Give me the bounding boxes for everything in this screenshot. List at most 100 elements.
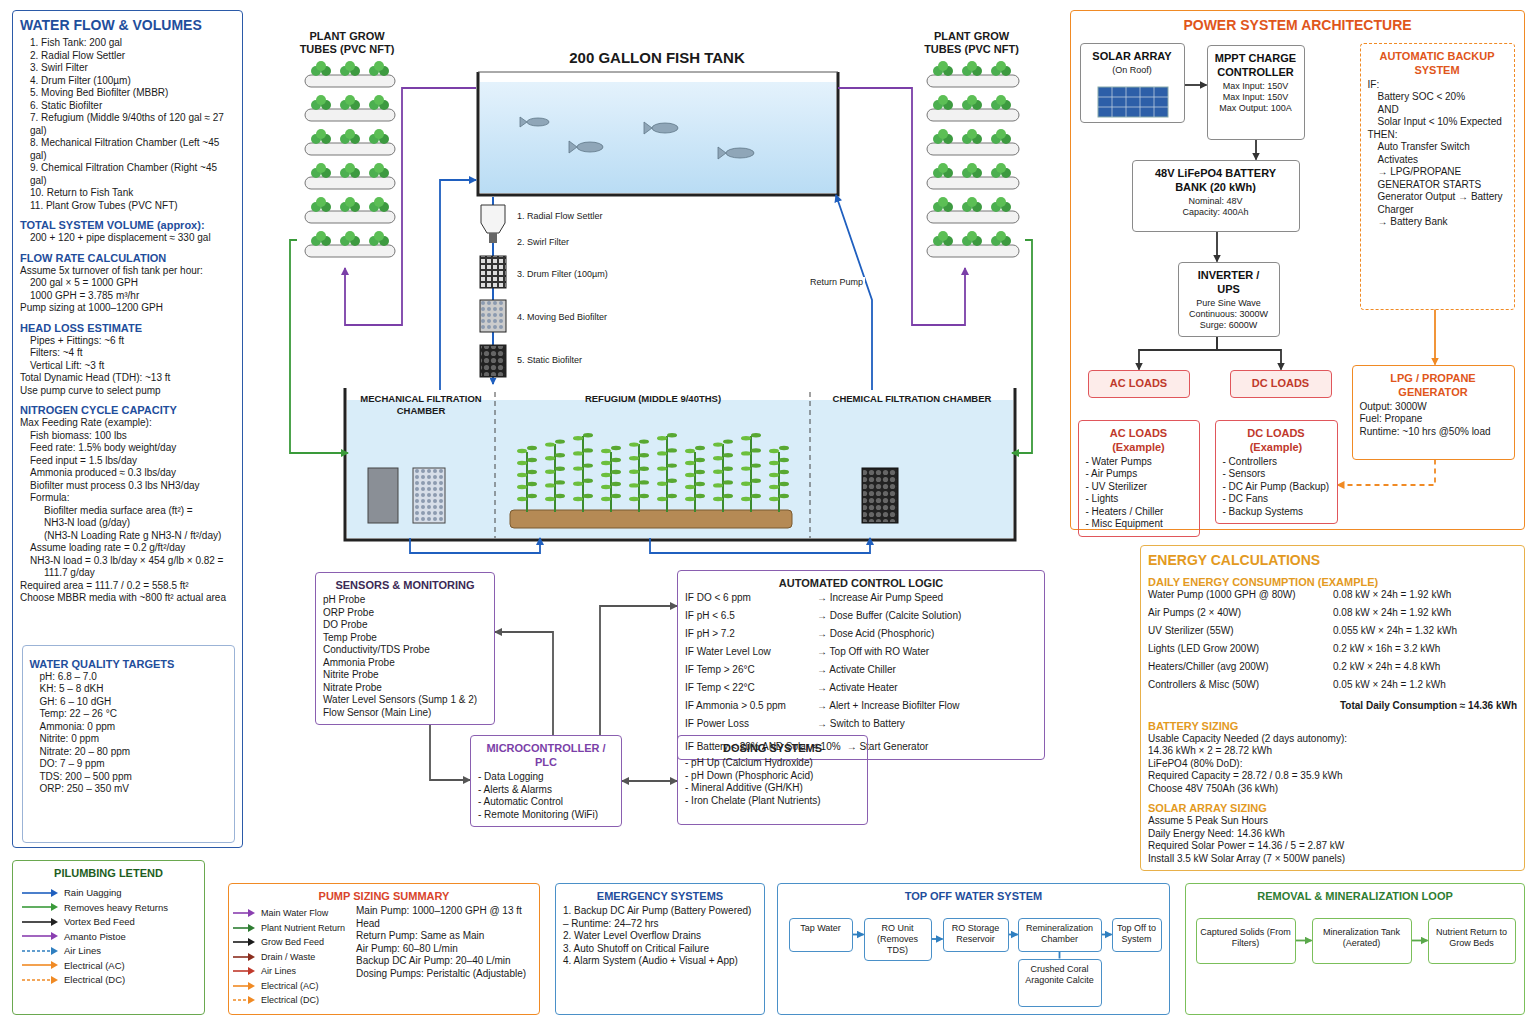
refugium-plants: [685, 461, 695, 465]
body-text: - Alerts & Alarms: [478, 784, 614, 797]
refugium-plants: [713, 456, 723, 460]
refugium-plants: [555, 494, 565, 498]
body-text: Battery SOC < 20%: [1368, 91, 1507, 104]
summary-panel: PUMP SIZING SUMMARYMain Pump: 1000–1200 …: [228, 883, 540, 1015]
process-box: Top Off to System: [1112, 918, 1162, 952]
body-text: Nitrate Probe: [323, 682, 487, 695]
body-text: Tap Water: [792, 923, 850, 934]
filter-train: [481, 205, 505, 233]
load-header: DC LOADS: [1230, 370, 1332, 398]
fish-tank-drawing: [480, 82, 836, 193]
body-text: Surge: 6000W: [1186, 320, 1272, 331]
body-text: Captured Solids (From Filters): [1200, 927, 1292, 949]
sump-drawing: [345, 388, 1015, 540]
sump-drawing: [345, 388, 1015, 540]
refugium-plants: [695, 458, 705, 462]
refugium-plants: [611, 494, 621, 498]
legend-arrow: [51, 961, 58, 969]
body-text: - Data Logging: [478, 771, 614, 784]
body-text: 3. Auto Shutoff on Critical Failure: [563, 943, 757, 956]
legend-arrow: [51, 932, 58, 940]
connector: [1412, 940, 1428, 942]
grow-tube-drawing: [996, 197, 1006, 207]
body-text: 3. Swirl Filter: [20, 62, 235, 75]
grow-tube-drawing: [927, 75, 1019, 87]
body-text: DO: 7 – 9 ppm: [30, 758, 227, 771]
fish-tank-drawing: [644, 122, 652, 134]
grow-tube-drawing: [967, 129, 977, 139]
fish-tank-drawing: [577, 142, 603, 152]
body-text: IF pH > 7.2: [685, 628, 817, 641]
sensor-list: SENSORS & MONITORINGpH ProbeORP ProbeDO …: [315, 572, 495, 725]
legend-line: [22, 921, 52, 923]
body-text: Assume 5x turnover of fish tank per hour…: [20, 265, 235, 278]
heading-text: MECHANICAL FILTRATION CHAMBER: [350, 393, 492, 417]
body-text: Nutrient Return to Grow Beds: [1432, 927, 1512, 949]
refugium-plants: [611, 482, 621, 486]
body-text: 0.055 kW × 24h = 1.32 kWh: [1333, 625, 1517, 638]
sump-drawing: [862, 468, 898, 523]
body-text: - Misc Equipment: [1086, 518, 1192, 531]
heading-text: AUTOMATIC BACKUP SYSTEM: [1368, 49, 1507, 77]
refugium-plants: [639, 453, 649, 457]
refugium-plants: [685, 473, 695, 477]
heading-text: DC LOADS: [1235, 376, 1327, 390]
refugium-plants: [685, 449, 695, 453]
heading-text: FLOW RATE CALCULATION: [20, 251, 235, 265]
heading-text: AC LOADS: [1093, 376, 1185, 390]
refugium-plants: [741, 436, 751, 440]
grow-tube-drawing: [938, 231, 948, 241]
body-text: Mineralization Tank (Aerated): [1316, 927, 1408, 949]
refugium-plants: [583, 494, 593, 498]
body-text: 9. Chemical Filtration Chamber (Right ~4…: [20, 162, 235, 187]
refugium-plants: [751, 494, 761, 498]
refugium-plants: [555, 439, 565, 443]
process-box: Nutrient Return to Grow Beds: [1428, 918, 1516, 964]
grow-tube-drawing: [345, 163, 355, 173]
refugium-plants: [751, 479, 761, 483]
part-label: 3. Drum Filter (100µm): [517, 269, 608, 280]
refugium-plants: [639, 467, 649, 471]
edge-label: Return Pump: [808, 277, 865, 288]
fish-tank-drawing: [726, 148, 754, 158]
part-label: 5. Static Biofilter: [517, 355, 582, 366]
legend-line: [21, 888, 59, 898]
fish-tank-drawing: [718, 147, 726, 159]
legend-row: Electrical (AC): [21, 960, 125, 971]
heading-text: NITROGEN CYCLE CAPACITY: [20, 403, 235, 417]
connector: [1338, 460, 1436, 486]
body-text: pH: 6.8 – 7.0: [30, 671, 227, 684]
body-text: - Air Pumps: [1086, 468, 1192, 481]
body-text: Feed rate: 1.5% body weight/day: [20, 442, 235, 455]
grow-tube-drawing: [316, 129, 326, 139]
body-text: Max Input: 150V: [1215, 92, 1297, 103]
targets-box: WATER QUALITY TARGETSpH: 6.8 – 7.0KH: 5 …: [22, 645, 235, 843]
refugium-plants: [545, 483, 555, 487]
heading-text: SOLAR ARRAY: [1088, 49, 1177, 63]
body-text: Ammonia Probe: [323, 657, 487, 670]
body-text: (On Roof): [1088, 65, 1177, 76]
legend-text: Removes heavy Returns: [64, 902, 168, 913]
grow-tube-drawing: [967, 231, 977, 241]
fish-tank-drawing: [478, 72, 838, 195]
heading-text: CHEMICAL FILTRATION CHAMBER: [814, 393, 1010, 405]
body-text: Max Input: 150V: [1215, 81, 1297, 92]
body-text: (NH3-N Loading Rate g NH3-N / ft²/day): [20, 530, 235, 543]
heading-text: 200 GALLON FISH TANK: [478, 48, 836, 68]
legend-line: [21, 917, 59, 927]
sump-drawing: [414, 469, 444, 522]
refugium-plants: [779, 470, 789, 474]
heading-text: BATTERY SIZING: [1148, 719, 1517, 733]
body-text: Top Off to System: [1115, 923, 1159, 945]
heading-text: 48V LiFePO4 BATTERY BANK (20 kWh): [1140, 166, 1292, 194]
fish-tank-drawing: [652, 123, 678, 133]
legend-row: Vortex Bed Feed: [21, 916, 135, 927]
body-text: RO Unit (Removes TDS): [867, 923, 929, 956]
body-text: Remineralization Chamber: [1021, 923, 1099, 945]
heading-text: WATER QUALITY TARGETS: [30, 657, 227, 671]
grow-tube-drawing: [967, 61, 977, 71]
refugium-plants: [751, 448, 761, 452]
refugium-plants: [555, 467, 565, 471]
body-text: 4. Alarm System (Audio + Visual + App): [563, 955, 757, 968]
body-text: - Water Pumps: [1086, 456, 1192, 469]
